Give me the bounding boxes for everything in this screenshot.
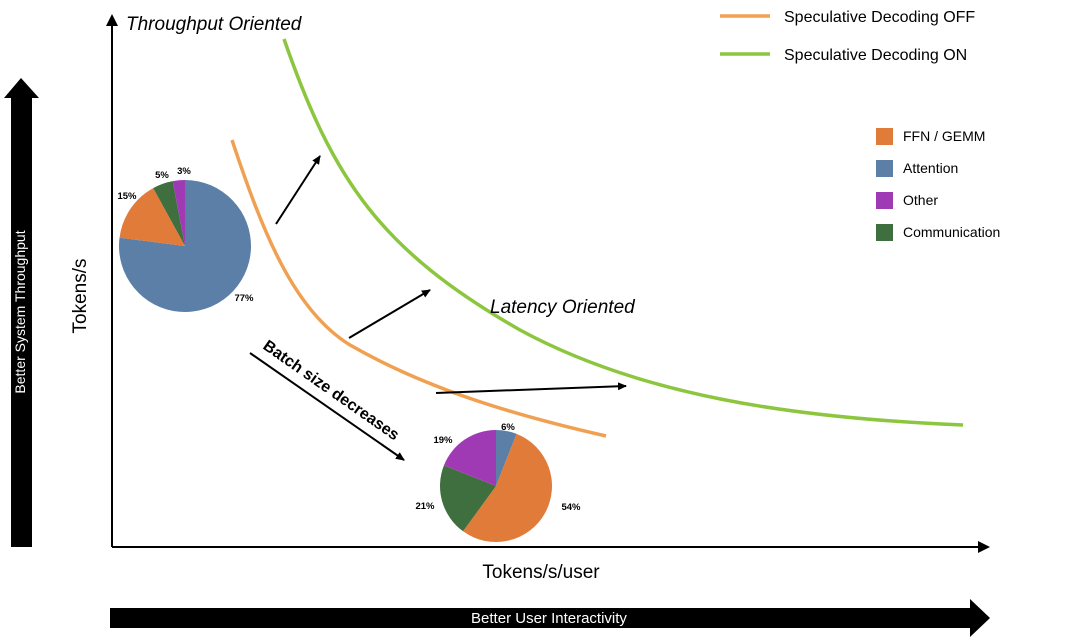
better-interactivity-arrowhead — [970, 599, 990, 637]
throughput-oriented-label: Throughput Oriented — [126, 14, 303, 35]
pie-throughput-label-attention: 77% — [234, 293, 254, 304]
legend-off-label: Speculative Decoding OFF — [784, 9, 975, 26]
pie-latency-slice-communication — [440, 465, 496, 532]
x-axis-arrowhead — [978, 541, 990, 553]
pie-latency-slice-other — [443, 430, 496, 486]
legend-other-swatch — [876, 192, 893, 209]
improvement-arrow-1 — [275, 155, 321, 225]
speculative-off-curve — [230, 139, 607, 438]
improvement-arrow-3 — [435, 382, 627, 394]
legend-other-label: Other — [903, 192, 938, 208]
pie-latency-slice-ffn-gemm — [463, 433, 553, 543]
legend-ffn-label: FFN / GEMM — [903, 128, 985, 144]
better-throughput-bar — [11, 97, 32, 547]
better-throughput-label: Better System Throughput — [12, 230, 28, 393]
better-interactivity-label: Better User Interactivity — [471, 610, 627, 627]
pie-throughput-slice-other — [172, 180, 185, 246]
pie-throughput-slice-ffn-gemm — [119, 188, 185, 246]
pie-throughput-label-other: 3% — [177, 166, 191, 177]
speculative-on-curve — [282, 38, 964, 427]
pie-latency: 6% 54% 21% 19% — [415, 422, 581, 543]
pie-throughput-label-communication: 5% — [155, 170, 169, 181]
pie-throughput-slice-communication — [153, 181, 185, 246]
legend-communication-label: Communication — [903, 224, 1000, 240]
y-axis-arrowhead — [106, 14, 118, 26]
better-interactivity-bar — [110, 608, 974, 628]
pie-latency-label-ffn-gemm: 54% — [561, 502, 581, 513]
legend-attention-label: Attention — [903, 160, 958, 176]
y-axis-label: Tokens/s — [70, 259, 91, 334]
legend-communication-swatch — [876, 224, 893, 241]
latency-oriented-label: Latency Oriented — [490, 297, 636, 318]
pie-latency-label-communication: 21% — [415, 501, 435, 512]
better-throughput-arrowhead — [4, 78, 39, 98]
improvement-arrow-2 — [348, 289, 431, 339]
legend-ffn-swatch — [876, 128, 893, 145]
legend-on-label: Speculative Decoding ON — [784, 47, 967, 64]
batch-size-label: Batch size decreases — [260, 337, 402, 444]
x-axis-label: Tokens/s/user — [482, 562, 600, 583]
pie-latency-label-attention: 6% — [501, 422, 515, 433]
legend-attention-swatch — [876, 160, 893, 177]
pie-latency-label-other: 19% — [433, 435, 453, 446]
pie-throughput: 77% 15% 5% 3% — [117, 166, 254, 312]
pie-throughput-label-ffn-gemm: 15% — [117, 191, 137, 202]
batch-size-arrow — [249, 352, 405, 461]
pie-throughput-slice-attention — [118, 180, 251, 312]
pie-latency-slice-attention — [496, 430, 517, 486]
